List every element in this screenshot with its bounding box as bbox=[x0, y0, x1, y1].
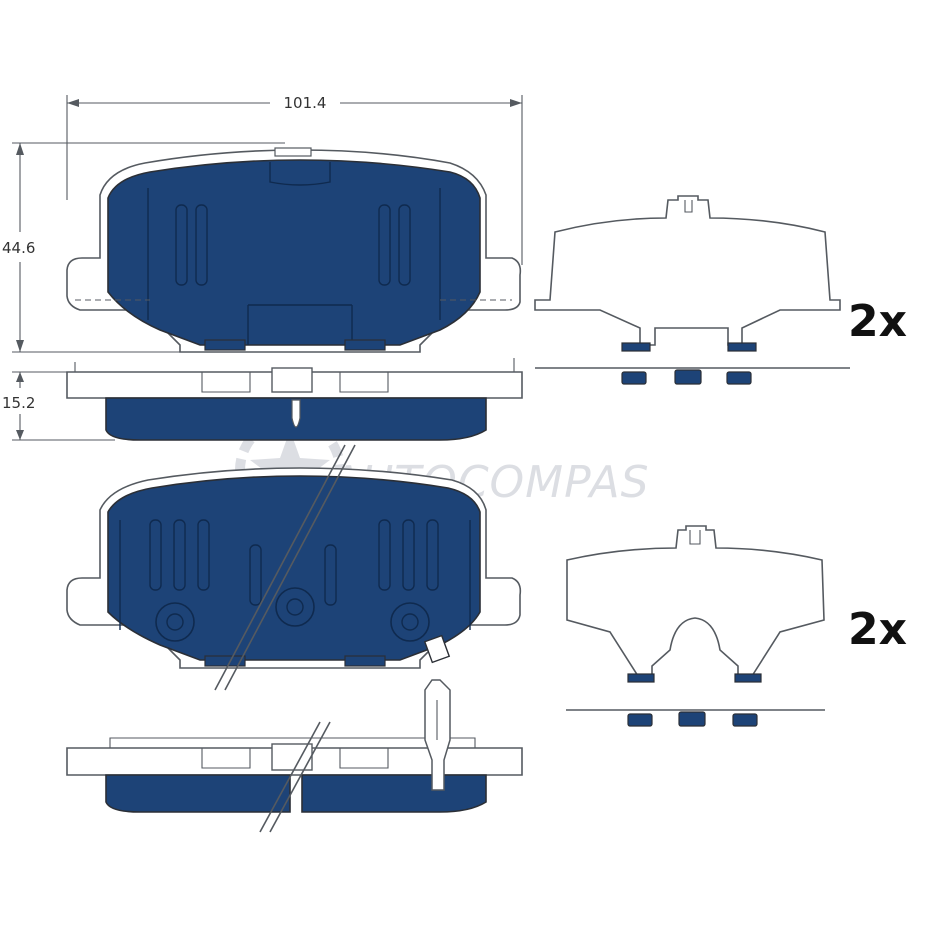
height-dimension-label: 44.6 bbox=[2, 239, 35, 257]
bottom-clip-quantity: 2x bbox=[848, 604, 907, 655]
dimension-width: 101.4 bbox=[66, 94, 523, 265]
dimension-thickness: 15.2 bbox=[2, 371, 115, 441]
top-anti-rattle-clip: 2x bbox=[534, 195, 907, 385]
width-dimension-label: 101.4 bbox=[284, 94, 327, 112]
dimension-height: 44.6 bbox=[2, 142, 285, 353]
bottom-pad-side-view bbox=[66, 679, 523, 833]
bottom-pad-front-view bbox=[66, 444, 522, 691]
top-clip-quantity: 2x bbox=[848, 296, 907, 347]
top-pad-side-view bbox=[66, 358, 523, 441]
top-pad-front-view bbox=[66, 147, 522, 353]
bottom-anti-rattle-clip: 2x bbox=[566, 525, 907, 727]
thickness-dimension-label: 15.2 bbox=[2, 394, 35, 412]
